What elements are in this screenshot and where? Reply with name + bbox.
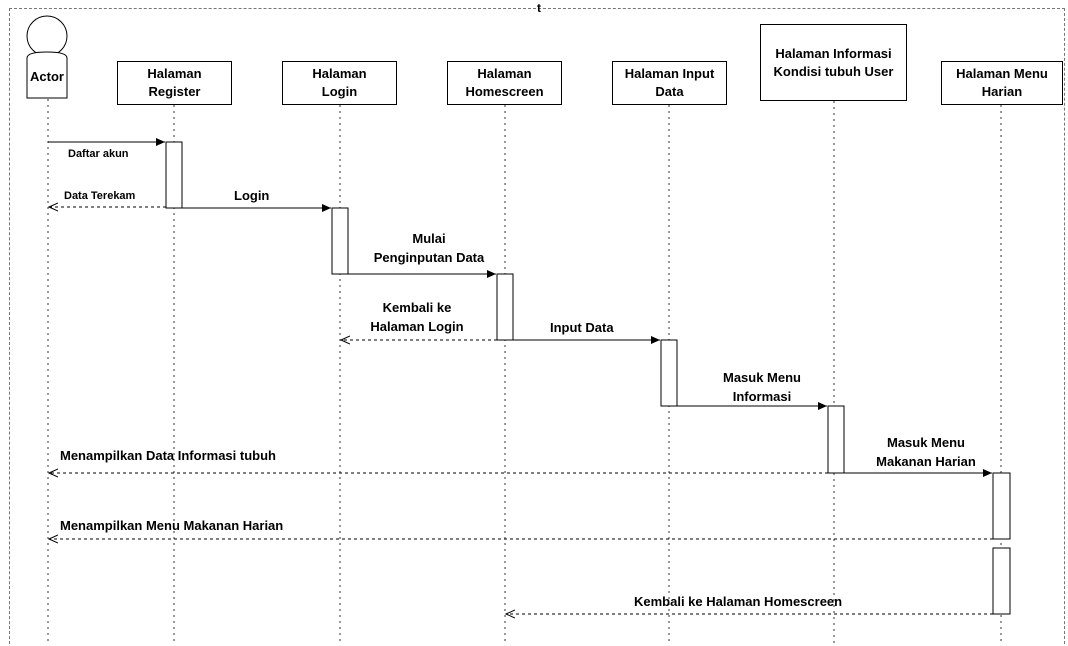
lifeline-box-login: Halaman Login (282, 61, 397, 105)
lifeline-box-input-data: Halaman Input Data (612, 61, 727, 105)
message-label-data-terekam: Data Terekam (64, 190, 136, 202)
diagram-frame (9, 8, 1065, 644)
message-label-masuk-informasi: Masuk Menu Informasi (722, 370, 801, 404)
message-label-daftar-akun: Daftar akun (68, 148, 129, 160)
activation-homescreen (496, 273, 514, 341)
activation-informasi (827, 405, 845, 474)
lifeline-box-menu-harian: Halaman Menu Harian (941, 61, 1063, 105)
message-label-kembali-login: Kembali ke Halaman Login (370, 300, 464, 334)
actor-figure (26, 15, 68, 99)
message-label-kembali-homescreen: Kembali ke Halaman Homescreen (634, 594, 843, 609)
activation-menu-harian-2 (992, 547, 1011, 615)
message-label-masuk-makanan: Masuk Menu Makanan Harian (876, 435, 976, 469)
message-label-login: Login (234, 188, 270, 203)
actor-label: Actor (30, 69, 64, 84)
message-label-menampilkan-menu: Menampilkan Menu Makanan Harian (60, 518, 284, 533)
message-label-mulai-penginputan: Mulai Penginputan Data (373, 231, 485, 265)
activation-register (165, 141, 183, 209)
lifeline-box-homescreen: Halaman Homescreen (447, 61, 562, 105)
lifeline-box-informasi: Halaman Informasi Kondisi tubuh User (760, 24, 907, 101)
activation-menu-harian-1 (992, 472, 1011, 540)
activation-input-data (660, 339, 678, 407)
message-label-input-data: Input Data (550, 320, 614, 335)
message-label-menampilkan-data: Menampilkan Data Informasi tubuh (60, 448, 276, 463)
activation-login (331, 207, 349, 275)
lifeline-box-register: Halaman Register (117, 61, 232, 105)
frame-label: t (537, 1, 541, 15)
